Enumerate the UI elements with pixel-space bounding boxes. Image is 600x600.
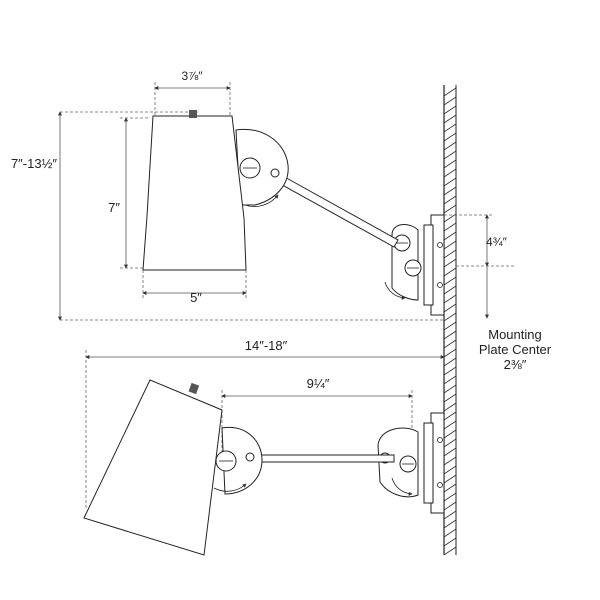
shade-bracket-bottom	[221, 426, 263, 495]
top-view: 3⅞″ 7″-13½″ 7″ 5″ 4¾″	[11, 69, 515, 321]
wall-hatch-line	[443, 87, 457, 97]
mounting-plate-center-label: Mounting Plate Center 2⅜″	[479, 327, 552, 372]
wall-hatch-line	[443, 240, 457, 250]
wall-hatch-line	[443, 258, 457, 268]
wall-hatch-line	[443, 222, 457, 232]
wall-hatch-line	[443, 330, 457, 340]
mounting-label-line1: Mounting	[488, 327, 541, 342]
wall-hatch-line	[443, 519, 457, 529]
wall-hatch-line	[443, 492, 457, 502]
wall-hatch-line	[443, 438, 457, 448]
switch-knob-bottom	[188, 382, 200, 395]
wall-hatch-line	[443, 168, 457, 178]
wall-hatch-line	[443, 429, 457, 439]
wall-hatch-line	[443, 366, 457, 376]
wall-hatch-line	[443, 465, 457, 475]
bottom-view: 14″-18″ 9¼″	[83, 338, 445, 556]
switch-knob-top	[189, 110, 197, 118]
wall	[443, 85, 457, 556]
wall-hatch-line	[443, 285, 457, 295]
wall-hatch-line	[443, 537, 457, 547]
wall-hatch-line	[443, 384, 457, 394]
arm-pin-top	[270, 168, 280, 178]
wall-hatch-line	[443, 294, 457, 304]
shade-bracket-top	[235, 128, 289, 206]
rotation-arrow-icon	[213, 483, 247, 492]
dim-arm-length: 9¼″	[307, 376, 330, 391]
wall-hatch-line	[443, 96, 457, 106]
wall-hatch-line	[443, 177, 457, 187]
lamp-shade-top	[142, 115, 247, 271]
dim-overall-height: 7″-13½″	[11, 156, 57, 171]
plate-screw-icon	[437, 282, 443, 288]
wall-hatch-line	[443, 339, 457, 349]
mounting-plate-cover-top	[423, 224, 434, 306]
arm-pin-bottom	[245, 452, 255, 462]
wall-hatch-line	[443, 186, 457, 196]
rotation-arrow-icon	[391, 477, 413, 496]
wall-bracket-bottom	[377, 427, 419, 498]
wall-hatch-line	[443, 114, 457, 124]
wall-hatch-line	[443, 348, 457, 358]
plate-screw-icon	[437, 482, 443, 488]
wall-hatch-line	[443, 474, 457, 484]
wall-hatch-line	[443, 150, 457, 160]
lamp-shade-bottom	[83, 379, 223, 556]
wall-hatch-line	[443, 501, 457, 511]
dim-plate-height: 4¾″	[486, 235, 508, 249]
mounting-label-line2: Plate Center	[479, 342, 552, 357]
swing-arm-bottom	[243, 454, 395, 463]
wall-hatch-line	[443, 546, 457, 556]
wall-hatch-line	[443, 132, 457, 142]
wall-hatch-line	[443, 204, 457, 214]
wall-hatch-line	[443, 411, 457, 421]
plate-screw-icon	[437, 242, 443, 248]
wall-hatch-line	[443, 420, 457, 430]
wall-hatch-line	[443, 312, 457, 322]
wall-hatch-line	[443, 510, 457, 520]
wall-hatch-line	[443, 447, 457, 457]
wall-hatch-line	[443, 195, 457, 205]
wall-hatch-line	[443, 456, 457, 466]
wall-hatch-line	[443, 483, 457, 493]
wall-hatch-line	[443, 393, 457, 403]
rotation-arrow-icon	[384, 281, 406, 300]
wall-hatching	[443, 87, 457, 556]
wall-hatch-line	[443, 357, 457, 367]
wall-hatch-line	[443, 276, 457, 286]
wall-hatch-line	[443, 528, 457, 538]
wall-hatch-line	[443, 402, 457, 412]
plate-screw-icon	[437, 437, 443, 443]
dim-overall-extension: 14″-18″	[245, 338, 288, 353]
wall-hatch-line	[443, 249, 457, 259]
wall-hatch-line	[443, 123, 457, 133]
wall-hatch-line	[443, 159, 457, 169]
dim-shade-width: 5″	[190, 290, 202, 305]
wall-hatch-line	[443, 267, 457, 277]
wall-hatch-line	[443, 231, 457, 241]
mounting-plate-cover-bottom	[423, 422, 434, 504]
wall-hatch-line	[443, 321, 457, 331]
swing-arm-top	[267, 169, 399, 248]
rotation-arrow-icon	[244, 194, 279, 207]
wall-hatch-line	[443, 141, 457, 151]
dim-top-width: 3⅞″	[182, 69, 204, 83]
dim-shade-height: 7″	[108, 200, 120, 215]
mounting-label-line3: 2⅜″	[504, 357, 527, 372]
wall-hatch-line	[443, 303, 457, 313]
wall-hatch-line	[443, 105, 457, 115]
wall-hatch-line	[443, 375, 457, 385]
